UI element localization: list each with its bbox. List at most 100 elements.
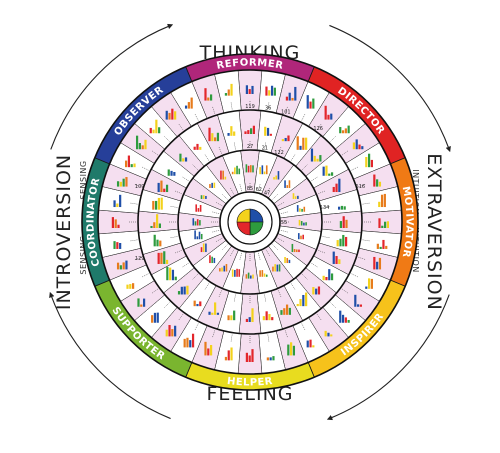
mini-bar xyxy=(125,260,128,270)
mini-bar xyxy=(277,171,280,180)
mini-bar xyxy=(259,270,261,277)
mini-bar xyxy=(166,266,169,281)
mini-bar xyxy=(380,194,384,208)
mini-bar xyxy=(158,127,161,134)
mini-bar xyxy=(280,310,283,315)
mini-bar xyxy=(117,224,120,228)
mini-bar xyxy=(199,205,202,212)
mini-bar xyxy=(385,245,388,249)
mini-bar xyxy=(309,101,312,109)
mini-bar xyxy=(295,249,298,253)
mini-bar xyxy=(160,252,163,264)
mini-bar xyxy=(168,112,171,120)
outer-cell-mini-chart xyxy=(245,85,254,94)
mini-bar xyxy=(157,197,161,210)
mini-bar xyxy=(156,312,159,323)
inner-cell-mini-chart xyxy=(231,268,241,277)
mini-bar xyxy=(149,127,152,134)
mini-bar xyxy=(196,303,199,307)
mini-bar xyxy=(227,350,230,361)
mini-bar xyxy=(221,267,223,272)
middle-cell-mini-chart xyxy=(245,308,254,322)
inner-cell-mini-chart xyxy=(209,182,216,188)
mini-bar xyxy=(376,179,379,187)
mini-bar xyxy=(209,184,211,188)
band-label-helper: HELPER xyxy=(226,376,273,389)
mini-bar xyxy=(312,345,315,348)
inner-cell-number: 85 xyxy=(247,186,253,192)
mini-bar xyxy=(306,340,309,348)
introversion-label: INTROVERSION xyxy=(53,154,75,310)
mini-bar xyxy=(251,349,254,362)
outer-cell-mini-chart xyxy=(245,349,254,362)
mini-bar xyxy=(357,304,360,307)
mini-bar xyxy=(269,357,272,361)
middle-cell-mini-chart xyxy=(339,216,348,228)
mini-bar xyxy=(338,259,341,264)
mini-bar xyxy=(155,200,158,210)
mini-bar xyxy=(338,178,341,193)
mini-bar xyxy=(111,217,114,228)
mini-bar xyxy=(252,125,255,134)
mini-bar xyxy=(214,302,217,315)
mini-bar xyxy=(224,176,227,180)
mini-bar xyxy=(125,177,128,187)
mini-bar xyxy=(268,314,271,321)
middle-cell-mini-chart xyxy=(332,178,341,193)
mini-bar xyxy=(361,146,364,150)
mini-bar xyxy=(336,240,339,247)
mini-bar xyxy=(187,102,190,109)
mini-bar xyxy=(225,264,228,272)
outer-cell-mini-chart xyxy=(165,108,177,120)
middle-cell-mini-chart xyxy=(208,127,220,142)
mini-bar xyxy=(303,222,305,226)
outer-cell-mini-chart xyxy=(376,239,388,249)
mini-bar xyxy=(183,338,186,348)
mini-bar xyxy=(384,221,387,228)
mini-bar xyxy=(370,278,373,289)
outer-cell-number: 129 xyxy=(135,256,145,262)
outer-cell-mini-chart xyxy=(151,312,159,323)
mini-bar xyxy=(157,252,160,264)
mini-bar xyxy=(196,143,199,150)
mini-bar xyxy=(297,195,299,199)
mini-bar xyxy=(378,201,381,208)
mini-bar xyxy=(245,352,248,362)
mini-bar xyxy=(248,317,251,322)
mini-bar xyxy=(325,276,328,281)
mini-bar xyxy=(284,180,286,188)
inner-cell-number: 55 xyxy=(281,220,287,226)
mini-bar xyxy=(119,181,122,187)
outer-cell-mini-chart xyxy=(125,155,136,168)
mini-bar xyxy=(156,214,159,228)
middle-cell-number: 27 xyxy=(247,144,253,150)
mini-bar xyxy=(315,288,318,295)
mini-bar xyxy=(184,105,188,109)
mini-bar xyxy=(113,200,116,208)
middle-cell-mini-chart xyxy=(264,126,272,136)
mini-bar xyxy=(340,205,343,210)
circular-arrow-2 xyxy=(49,291,171,420)
mini-bar xyxy=(204,88,207,101)
mini-bar xyxy=(151,315,154,323)
ring-boundary xyxy=(81,53,419,391)
center-quadrant xyxy=(236,208,251,223)
mini-bar xyxy=(269,133,272,136)
middle-cell-mini-chart xyxy=(177,285,189,295)
mini-bar xyxy=(233,131,236,136)
mini-bar xyxy=(160,180,163,193)
middle-cell-mini-chart xyxy=(336,234,348,247)
mini-bar xyxy=(303,206,306,212)
middle-cell-mini-chart xyxy=(166,266,177,281)
mini-bar xyxy=(199,220,201,226)
middle-cell-mini-chart xyxy=(296,136,308,150)
mini-bar xyxy=(137,298,140,307)
mini-bar xyxy=(312,287,315,295)
mini-bar xyxy=(157,182,160,193)
mini-bar xyxy=(278,264,281,272)
band-label-motivator: MOTIVATOR xyxy=(400,185,415,258)
inner-cell-mini-chart xyxy=(298,219,307,226)
mini-bar xyxy=(119,194,122,208)
circular-arrow-1 xyxy=(326,294,450,421)
